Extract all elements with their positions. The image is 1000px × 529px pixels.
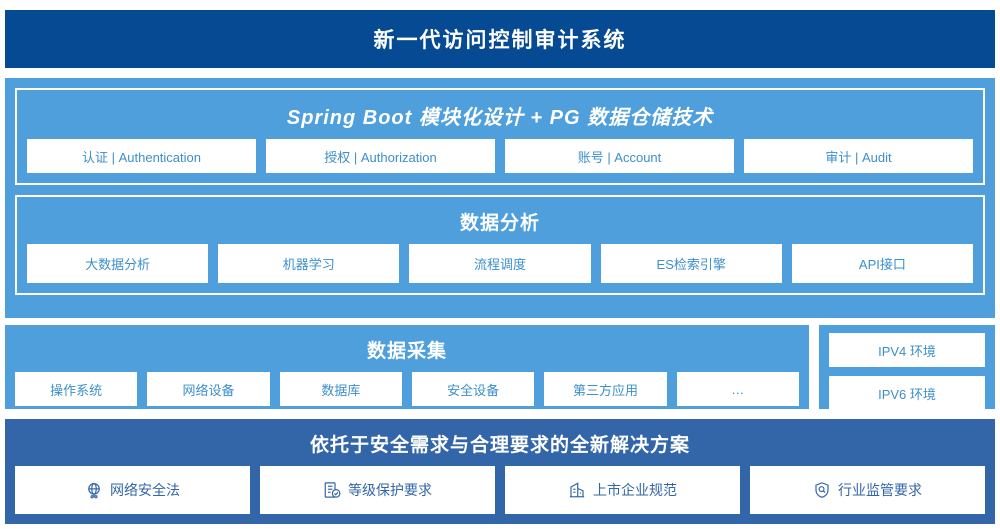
card-process-scheduling[interactable]: 流程调度 bbox=[409, 244, 591, 283]
card-authorization[interactable]: 授权 | Authorization bbox=[266, 139, 495, 173]
solution-panel-title: 依托于安全需求与合理要求的全新解决方案 bbox=[309, 435, 690, 456]
data-analysis-card-row: 大数据分析 机器学习 流程调度 ES检索引擎 API接口 bbox=[27, 244, 974, 283]
card-security-device-label: 安全设备 bbox=[447, 382, 500, 398]
card-industry-regulation-label: 行业监管要求 bbox=[838, 482, 922, 498]
card-network-device-label: 网络设备 bbox=[182, 382, 235, 398]
data-collection-panel: 数据采集 操作系统 网络设备 数据库 安全设备 第三方应用 … bbox=[5, 325, 809, 409]
springboot-card-row: 认证 | Authentication 授权 | Authorization 账… bbox=[27, 139, 973, 173]
card-operating-system[interactable]: 操作系统 bbox=[15, 372, 138, 406]
card-listed-enterprise-standard[interactable]: 上市企业规范 bbox=[505, 466, 740, 514]
card-network-device[interactable]: 网络设备 bbox=[147, 372, 270, 406]
data-collection-card-row: 操作系统 网络设备 数据库 安全设备 第三方应用 … bbox=[15, 372, 799, 406]
card-more-label: … bbox=[731, 381, 745, 397]
card-authentication-label: 认证 | Authentication bbox=[82, 149, 201, 165]
card-authentication[interactable]: 认证 | Authentication bbox=[27, 139, 256, 173]
card-authorization-label: 授权 | Authorization bbox=[324, 149, 437, 165]
card-listed-enterprise-standard-label: 上市企业规范 bbox=[593, 482, 677, 498]
data-analysis-panel: 数据分析 大数据分析 机器学习 流程调度 ES检索引擎 API接口 bbox=[15, 195, 985, 295]
card-account[interactable]: 账号 | Account bbox=[505, 139, 734, 173]
card-es-search-engine-label: ES检索引擎 bbox=[656, 257, 726, 272]
solution-panel: 依托于安全需求与合理要求的全新解决方案 网络安全法 bbox=[5, 419, 995, 524]
card-cybersecurity-law-label: 网络安全法 bbox=[110, 482, 180, 498]
solution-card-row: 网络安全法 等级保护要求 bbox=[15, 466, 985, 514]
card-database-label: 数据库 bbox=[321, 382, 361, 398]
card-security-device[interactable]: 安全设备 bbox=[411, 372, 535, 406]
data-collection-panel-title: 数据采集 bbox=[366, 341, 447, 362]
springboot-panel: Spring Boot 模块化设计 + PG 数据仓储技术 认证 | Authe… bbox=[15, 88, 985, 185]
data-analysis-panel-title: 数据分析 bbox=[459, 213, 540, 234]
page-title: 新一代访问控制审计系统 bbox=[373, 29, 627, 52]
document-check-icon bbox=[323, 481, 341, 499]
springboot-panel-title: Spring Boot 模块化设计 + PG 数据仓储技术 bbox=[286, 107, 714, 129]
card-big-data-analysis-label: 大数据分析 bbox=[85, 257, 151, 272]
card-more[interactable]: … bbox=[676, 372, 799, 406]
card-audit-label: 审计 | Audit bbox=[825, 149, 892, 165]
card-third-party-app[interactable]: 第三方应用 bbox=[544, 372, 667, 406]
card-database[interactable]: 数据库 bbox=[279, 372, 402, 406]
card-ipv6-environment[interactable]: IPV6 环境 bbox=[829, 376, 985, 410]
card-cybersecurity-law[interactable]: 网络安全法 bbox=[15, 466, 250, 514]
card-classified-protection-label: 等级保护要求 bbox=[348, 482, 432, 498]
card-operating-system-label: 操作系统 bbox=[50, 382, 103, 398]
page-header: 新一代访问控制审计系统 bbox=[5, 10, 995, 68]
card-machine-learning-label: 机器学习 bbox=[282, 257, 335, 272]
card-audit[interactable]: 审计 | Audit bbox=[744, 139, 973, 173]
globe-network-icon bbox=[85, 481, 103, 499]
solution-section: 依托于安全需求与合理要求的全新解决方案 网络安全法 bbox=[5, 419, 995, 524]
bank-building-icon bbox=[568, 481, 586, 499]
data-collection-section: 数据采集 操作系统 网络设备 数据库 安全设备 第三方应用 … bbox=[5, 325, 809, 409]
card-api-interface-label: API接口 bbox=[858, 257, 906, 272]
card-ipv4-environment-label: IPV4 环境 bbox=[878, 343, 936, 359]
architecture-section: Spring Boot 模块化设计 + PG 数据仓储技术 认证 | Authe… bbox=[5, 78, 995, 318]
card-api-interface[interactable]: API接口 bbox=[791, 244, 974, 283]
card-industry-regulation[interactable]: 行业监管要求 bbox=[750, 466, 985, 514]
card-ipv4-environment[interactable]: IPV4 环境 bbox=[829, 333, 985, 367]
card-es-search-engine[interactable]: ES检索引擎 bbox=[600, 244, 782, 283]
shield-search-icon bbox=[813, 481, 831, 499]
card-big-data-analysis[interactable]: 大数据分析 bbox=[27, 244, 209, 283]
card-third-party-app-label: 第三方应用 bbox=[572, 382, 638, 398]
card-classified-protection[interactable]: 等级保护要求 bbox=[260, 466, 495, 514]
ip-environment-section: IPV4 环境 IPV6 环境 bbox=[819, 325, 995, 410]
card-machine-learning[interactable]: 机器学习 bbox=[218, 244, 400, 283]
card-process-scheduling-label: 流程调度 bbox=[474, 257, 527, 272]
card-ipv6-environment-label: IPV6 环境 bbox=[878, 386, 936, 402]
card-account-label: 账号 | Account bbox=[577, 149, 662, 165]
